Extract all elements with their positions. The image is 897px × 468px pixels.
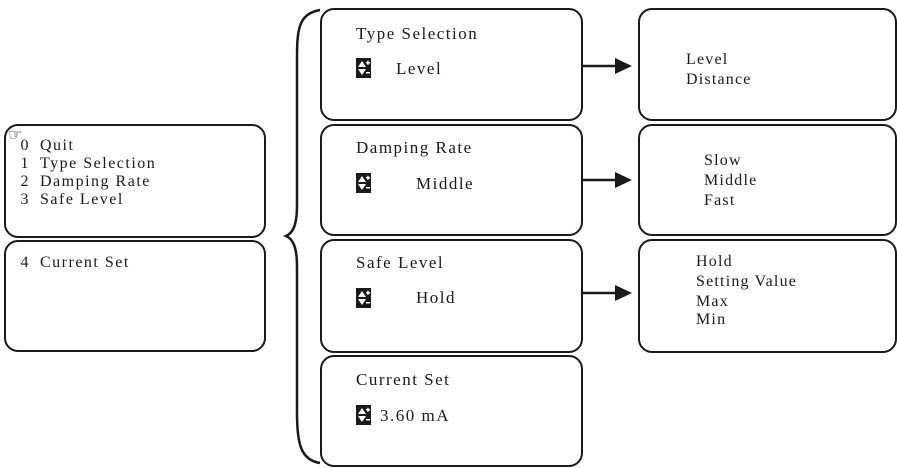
curly-brace — [282, 8, 321, 465]
panel-title: Type Selection — [356, 24, 479, 43]
options-damping-rate: Slow Middle Fast — [638, 124, 897, 236]
option-item[interactable]: Max — [696, 293, 729, 310]
up-down-icon[interactable] — [356, 58, 371, 78]
up-down-icon[interactable] — [356, 173, 371, 193]
options-safe-level: Hold Setting Value Max Min — [638, 239, 897, 353]
panel-value: 3.60 mA — [380, 406, 450, 425]
panel-value: Middle — [416, 174, 475, 193]
panel-damping-rate: Damping Rate Middle — [320, 124, 583, 236]
panel-value: Level — [396, 59, 443, 78]
option-item[interactable]: Middle — [704, 172, 758, 189]
panel-title: Safe Level — [356, 253, 445, 272]
options-type-selection: Level Distance — [638, 8, 897, 121]
up-down-icon[interactable] — [356, 405, 371, 425]
panel-type-selection: Type Selection Level — [320, 8, 583, 121]
option-item[interactable]: Hold — [696, 253, 733, 270]
menu-item-label: Current Set — [40, 254, 130, 271]
menu-item-label: Damping Rate — [40, 173, 151, 190]
panel-current-set: Current Set 3.60 mA — [320, 355, 583, 467]
menu-item-label: Type Selection — [40, 155, 157, 172]
up-down-icon[interactable] — [356, 288, 371, 308]
panel-safe-level: Safe Level Hold — [320, 239, 583, 353]
menu-item-label: Quit — [40, 137, 75, 154]
pointing-hand-icon: ☞ — [8, 125, 23, 144]
panel-value: Hold — [416, 288, 456, 307]
option-item[interactable]: Min — [696, 311, 727, 328]
option-item[interactable]: Setting Value — [696, 273, 798, 290]
panel-title: Current Set — [356, 370, 451, 389]
menu-item-label: Safe Level — [40, 191, 124, 208]
option-item[interactable]: Distance — [686, 71, 752, 88]
option-item[interactable]: Fast — [704, 192, 736, 209]
panel-title: Damping Rate — [356, 138, 473, 157]
option-item[interactable]: Slow — [704, 152, 742, 169]
arrow-type-selection — [583, 58, 632, 74]
option-item[interactable]: Level — [686, 51, 729, 68]
arrow-damping-rate — [583, 172, 632, 188]
arrow-safe-level — [583, 285, 632, 301]
